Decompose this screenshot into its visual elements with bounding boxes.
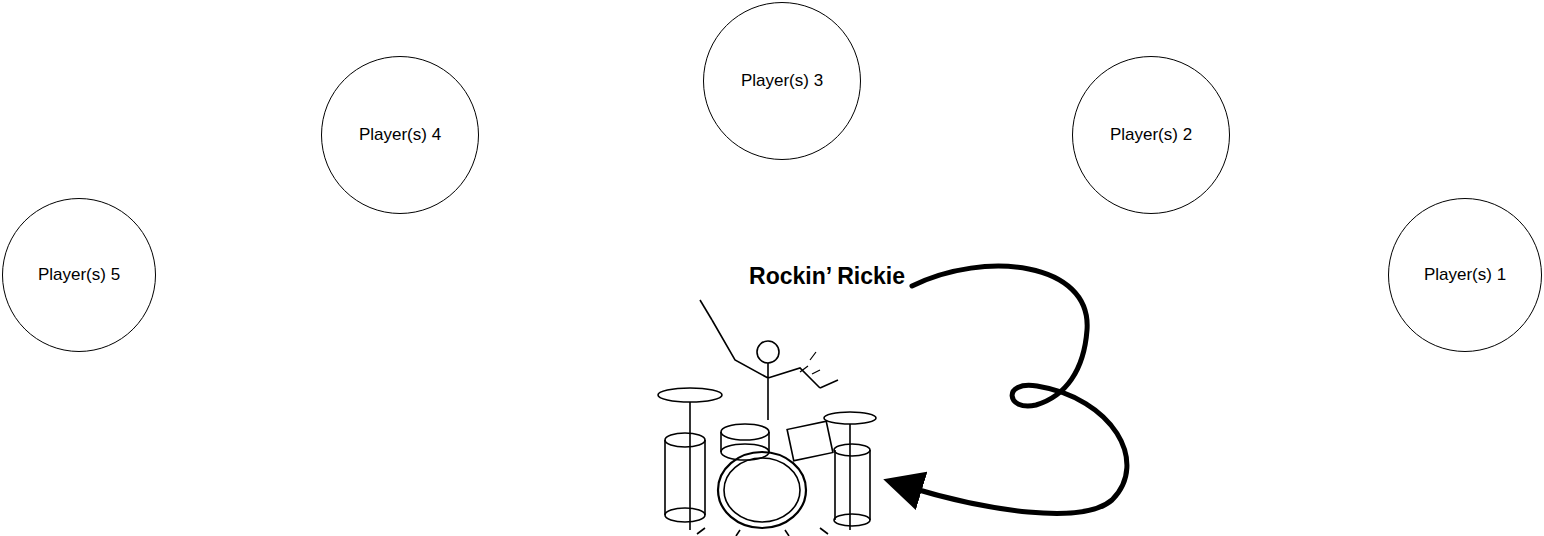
player-circle: Player(s) 1	[1388, 198, 1542, 352]
player-label: Player(s) 1	[1424, 265, 1506, 285]
player-circle: Player(s) 5	[2, 198, 156, 352]
player-circle: Player(s) 3	[703, 2, 861, 160]
curly-arrow	[912, 266, 1127, 513]
player-label: Player(s) 5	[38, 265, 120, 285]
player-circle: Player(s) 4	[321, 56, 479, 214]
drummer-name: Rockin’ Rickie	[749, 263, 905, 290]
drum-set	[658, 300, 876, 536]
player-label: Player(s) 3	[741, 71, 823, 91]
player-label: Player(s) 4	[359, 125, 441, 145]
player-label: Player(s) 2	[1110, 125, 1192, 145]
player-circle: Player(s) 2	[1072, 56, 1230, 214]
